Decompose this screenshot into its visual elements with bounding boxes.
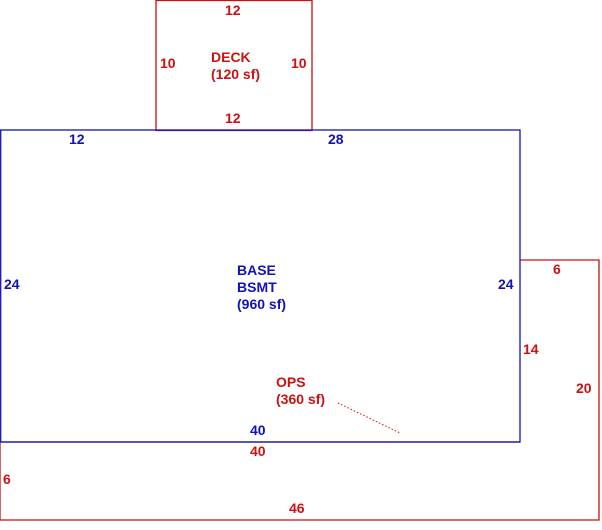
- ops-right-outer-dimension: 20: [576, 380, 592, 396]
- base-left-dimension: 24: [4, 276, 20, 292]
- ops-leader-line: [337, 402, 401, 434]
- ops-area: (360 sf): [276, 391, 326, 407]
- ops-right-inner-dimension: 14: [523, 341, 539, 357]
- base-area: (960 sf): [237, 296, 287, 312]
- base-outline: [0, 129, 521, 443]
- ops-top-right-dimension: 6: [553, 261, 561, 277]
- ops-name: OPS: [276, 374, 306, 390]
- base-name-line2: BSMT: [237, 279, 277, 295]
- base-name-line1: BASE: [237, 262, 276, 278]
- deck-left-dimension: 10: [160, 55, 176, 71]
- deck-name: DECK: [211, 49, 251, 65]
- ops-top-dimension: 40: [250, 443, 266, 459]
- ops-left-dimension: 6: [3, 471, 11, 487]
- base-right-dimension: 24: [498, 276, 514, 292]
- deck-area: (120 sf): [211, 66, 261, 82]
- base-top-right-dimension: 28: [328, 131, 344, 147]
- base-bottom-dimension: 40: [250, 422, 266, 438]
- deck-right-dimension: 10: [291, 55, 307, 71]
- deck-top-dimension: 12: [225, 2, 241, 18]
- ops-bottom-dimension: 46: [289, 500, 305, 516]
- ops-outline: [0, 259, 600, 521]
- base-top-left-dimension: 12: [69, 131, 85, 147]
- deck-bottom-dimension: 12: [225, 110, 241, 126]
